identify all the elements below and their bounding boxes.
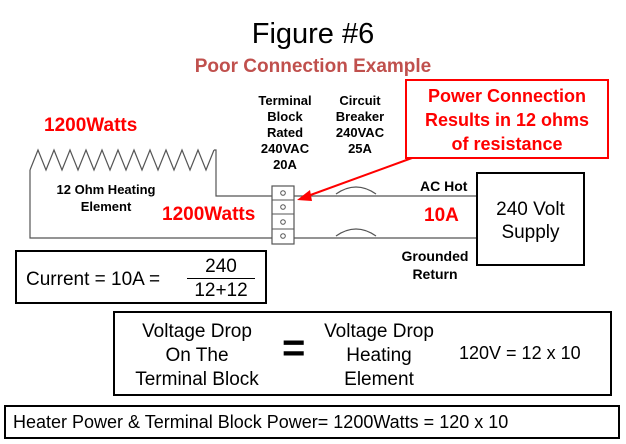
terminal-block-line5: 20A — [273, 157, 297, 172]
terminal-drop-label: Voltage Drop On The Terminal Block — [119, 320, 275, 392]
heater-label-line2: Element — [80, 199, 132, 214]
heater-drop-line2: Heating — [346, 345, 412, 366]
current-equation-numerator: 240 — [205, 256, 237, 277]
heater-label: 12 Ohm Heating Element — [26, 181, 186, 215]
breaker-arc-top — [335, 186, 377, 195]
terminal-drop-line3: Terminal Block — [135, 369, 259, 390]
callout-arrow — [304, 157, 413, 198]
terminal-block-line3: Rated — [266, 125, 304, 140]
heater-drop-line1: Voltage Drop — [324, 321, 434, 342]
page-subtitle: Poor Connection Example — [194, 56, 432, 77]
return-line2: Return — [412, 266, 458, 282]
heater-drop-line3: Element — [344, 369, 414, 390]
breaker-line3: 240VAC — [335, 125, 385, 140]
heater-power-label: 1200Watts — [44, 115, 138, 136]
supply-line1: 240 Volt — [496, 199, 565, 220]
breaker-line1: Circuit — [339, 93, 381, 108]
terminal-screw — [280, 219, 286, 225]
breaker-line2: Breaker — [335, 109, 385, 124]
terminal-drop-line1: Voltage Drop — [142, 321, 252, 342]
callout-box: Power Connection Results in 12 ohms of r… — [405, 79, 609, 159]
terminal-block-label: Terminal Block Rated 240VAC 20A — [243, 93, 327, 173]
callout-line3: of resistance — [451, 134, 563, 154]
power-equation-text: Heater Power & Terminal Block Power= 120… — [13, 412, 509, 432]
voltage-drop-equation-box: Voltage Drop On The Terminal Block = Vol… — [113, 311, 612, 396]
current-equation-lhs: Current = 10A = — [26, 269, 161, 290]
terminal-drop-line2: On The — [165, 345, 229, 366]
power-equation-box: Heater Power & Terminal Block Power= 120… — [4, 405, 620, 439]
equals-sign: = — [282, 326, 306, 370]
current-equation-denominator: 12+12 — [194, 280, 248, 301]
terminal-block-line2: Block — [267, 109, 303, 124]
grounded-return-label: Grounded Return — [388, 247, 482, 283]
terminal-block-power-label: 1200Watts — [162, 204, 256, 225]
terminal-screw — [280, 204, 286, 210]
ac-hot-label: AC Hot — [420, 178, 468, 194]
terminal-screw — [280, 233, 286, 239]
voltage-supply-box: 240 Volt Supply — [476, 172, 585, 266]
heater-lead-bottom — [29, 170, 272, 239]
callout-line2: Results in 12 ohms — [424, 110, 590, 130]
callout-line1: Power Connection — [427, 86, 586, 106]
current-label: 10A — [424, 205, 459, 226]
heater-label-line1: 12 Ohm Heating — [56, 182, 156, 197]
heating-element-resistor — [29, 148, 215, 172]
heater-lead-top — [214, 149, 272, 197]
page-title: Figure #6 — [251, 18, 375, 50]
supply-line2: Supply — [501, 222, 560, 243]
breaker-label: Circuit Breaker 240VAC 25A — [325, 93, 395, 157]
return-line1: Grounded — [401, 248, 469, 264]
current-equation-box: Current = 10A = 240 12+12 — [15, 250, 267, 304]
terminal-block-line4: 240VAC — [260, 141, 310, 156]
callout-arrowhead — [297, 190, 312, 201]
terminal-screw — [280, 190, 286, 196]
breaker-arc-bottom — [335, 228, 377, 237]
terminal-block-line1: Terminal — [258, 93, 312, 108]
heater-drop-label: Voltage Drop Heating Element — [311, 320, 447, 392]
breaker-line4: 25A — [348, 141, 372, 156]
fraction-bar — [187, 278, 255, 279]
voltage-drop-result: 120V = 12 x 10 — [459, 343, 581, 363]
